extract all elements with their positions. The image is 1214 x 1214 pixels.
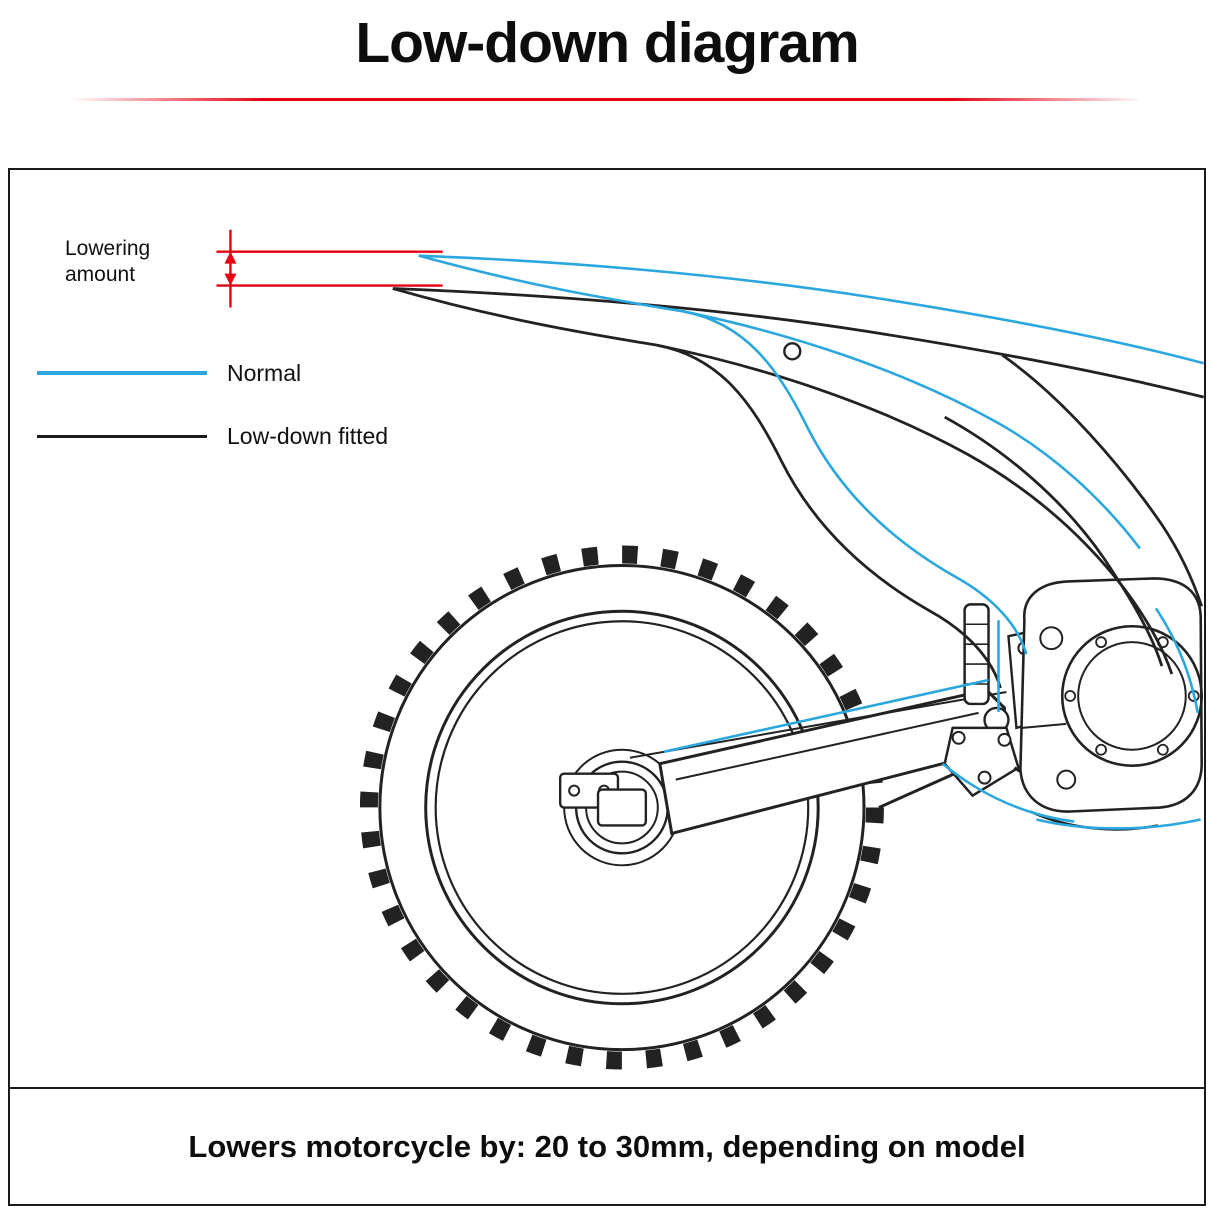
frame-spar: [944, 415, 1164, 667]
clutch-cover: [1060, 624, 1203, 767]
engine-bottom-normal: [1036, 818, 1201, 830]
seat-top-lowdown: [392, 287, 1204, 399]
lower-frame-normal: [941, 762, 1075, 823]
rear-shock: [963, 603, 990, 706]
legend-label-lowdown: Low-down fitted: [227, 423, 389, 449]
motorcycle-diagram: [216, 229, 1204, 1070]
legend-line-normal: [37, 371, 207, 375]
tire-knobs: [359, 545, 884, 1070]
arrowhead-down: [224, 273, 237, 286]
diagram-panel: Lowering amount Normal Low-down fitted L…: [8, 168, 1206, 1206]
linkage-tie-rod: [878, 772, 956, 809]
rear-fender-underside-normal: [418, 254, 1028, 655]
side-panel-lowdown: [657, 343, 1174, 675]
side-panel-normal: [683, 310, 1141, 550]
axle-block: [596, 788, 648, 827]
caption-divider-line: [10, 1087, 1204, 1089]
red-divider-line: [70, 98, 1144, 101]
chain-line: [629, 690, 1007, 759]
swingarm-normal: [663, 678, 989, 754]
legend-line-lowdown: [37, 435, 207, 438]
rear-fender-underside-lowdown: [392, 287, 1002, 689]
page-title: Low-down diagram: [355, 11, 859, 75]
bodywork-normal-overlay: [418, 254, 1204, 830]
panel-bolt: [783, 342, 802, 361]
engine-side-normal: [1154, 607, 1199, 714]
bodywork-lowdown-outline: [392, 287, 1204, 689]
caption-text: Lowers motorcycle by: 20 to 30mm, depend…: [188, 1128, 1026, 1164]
seat-top-normal: [418, 254, 1204, 365]
rear-wheel: [359, 545, 884, 1070]
lowering-dimension-lines: [216, 229, 443, 308]
arrowhead-up: [224, 251, 237, 264]
shroud-edge: [1001, 354, 1204, 607]
legend-label-normal: Normal: [227, 360, 302, 386]
engine: [1019, 577, 1203, 831]
lowering-amount-label: Lowering amount: [65, 237, 151, 287]
